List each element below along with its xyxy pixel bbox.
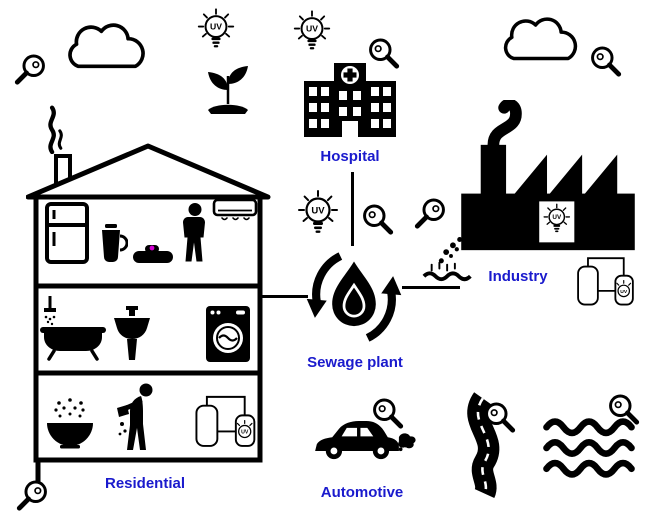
sewage-recycle-drop-icon [304,246,404,348]
connector-residential-to-sewage [262,295,308,298]
automotive-label: Automotive [320,484,404,501]
water-purifier-icon [572,252,642,310]
magnifier-icon [12,52,48,88]
magnifier-icon [360,202,396,238]
cloud-icon [496,10,584,70]
bathtub-with-shower-icon [38,294,108,362]
washing-machine-icon [204,304,252,364]
wastewater-outfall-icon [420,226,482,284]
hospital-building-icon [302,50,398,142]
hospital-label: Hospital [320,148,380,165]
robot-vacuum-icon [132,242,174,264]
industry-label: Industry [488,268,548,285]
pedestal-sink-icon [112,298,152,362]
person-icon [178,202,212,264]
magnifier-icon [606,392,642,428]
connector-sewage-to-industry [402,286,460,289]
water-purifier-icon [190,390,264,452]
seedling-icon [202,58,254,116]
connector-hospital-to-sewage [351,172,354,246]
person-pouring-water-icon [114,382,166,452]
water-waves-icon [538,414,640,482]
refrigerator-icon [44,202,90,264]
uv-lamp-icon [196,8,236,56]
winding-road-icon [452,390,512,502]
residential-label: Residential [104,475,186,492]
kettle-icon [100,224,128,264]
air-conditioner-icon [212,198,258,224]
uv-lamp-icon [296,190,340,242]
cloud-icon [60,16,152,78]
magnifier-icon [482,400,518,436]
magnifier-icon [588,44,624,80]
magnifier-icon [14,478,50,514]
car-with-exhaust-icon [310,410,416,468]
sewage-plant-label: Sewage plant [307,354,403,371]
chimney-smoke-icon [42,100,68,154]
steaming-bowl-icon [44,396,96,450]
factory-icon [452,100,644,256]
